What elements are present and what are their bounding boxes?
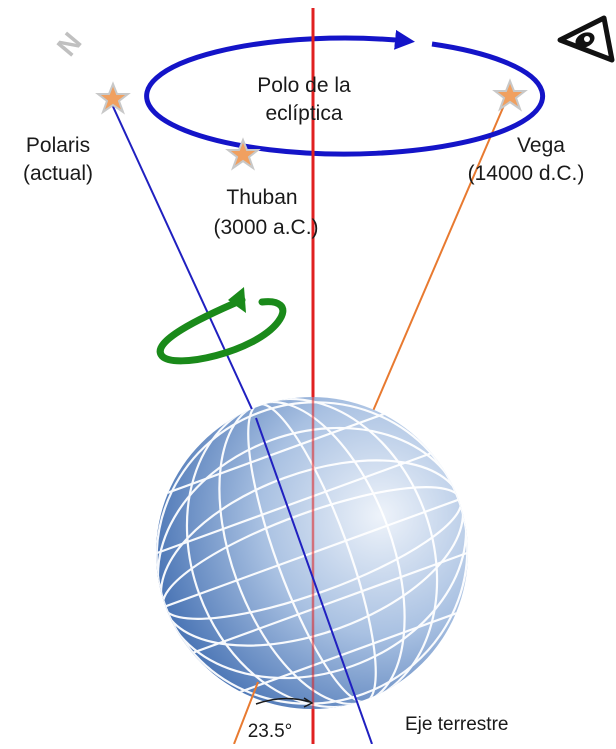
rotation-arrow-icon [156,287,287,365]
thuban-label: Thuban [226,186,297,209]
earth-axis-label: Eje terrestre [405,714,508,735]
star-icon [492,78,528,112]
polaris-era-label: (actual) [23,162,93,185]
earth-axis-line [255,417,373,745]
future-axis-line [369,95,509,419]
future-axis-line-lower [233,681,259,745]
current-axis-line-upper [109,99,257,419]
polaris-label: Polaris [26,134,90,157]
tilt-arrow-icon [303,697,314,708]
axial-tilt-label: 23.5° [248,721,293,742]
ecliptic-pole-label-line2: eclíptica [265,102,342,125]
north-marker: N [51,26,88,61]
star-icon [95,81,131,115]
eye-icon [557,15,615,63]
vega-era-label: (14000 d.C.) [468,162,585,185]
precession-circle [144,29,546,157]
thuban-era-label: (3000 a.C.) [213,216,318,239]
tilt-angle-arc [255,697,311,705]
vega-label: Vega [517,134,565,157]
star-icon [225,137,261,171]
ecliptic-pole-label-line1: Polo de la [257,74,351,97]
